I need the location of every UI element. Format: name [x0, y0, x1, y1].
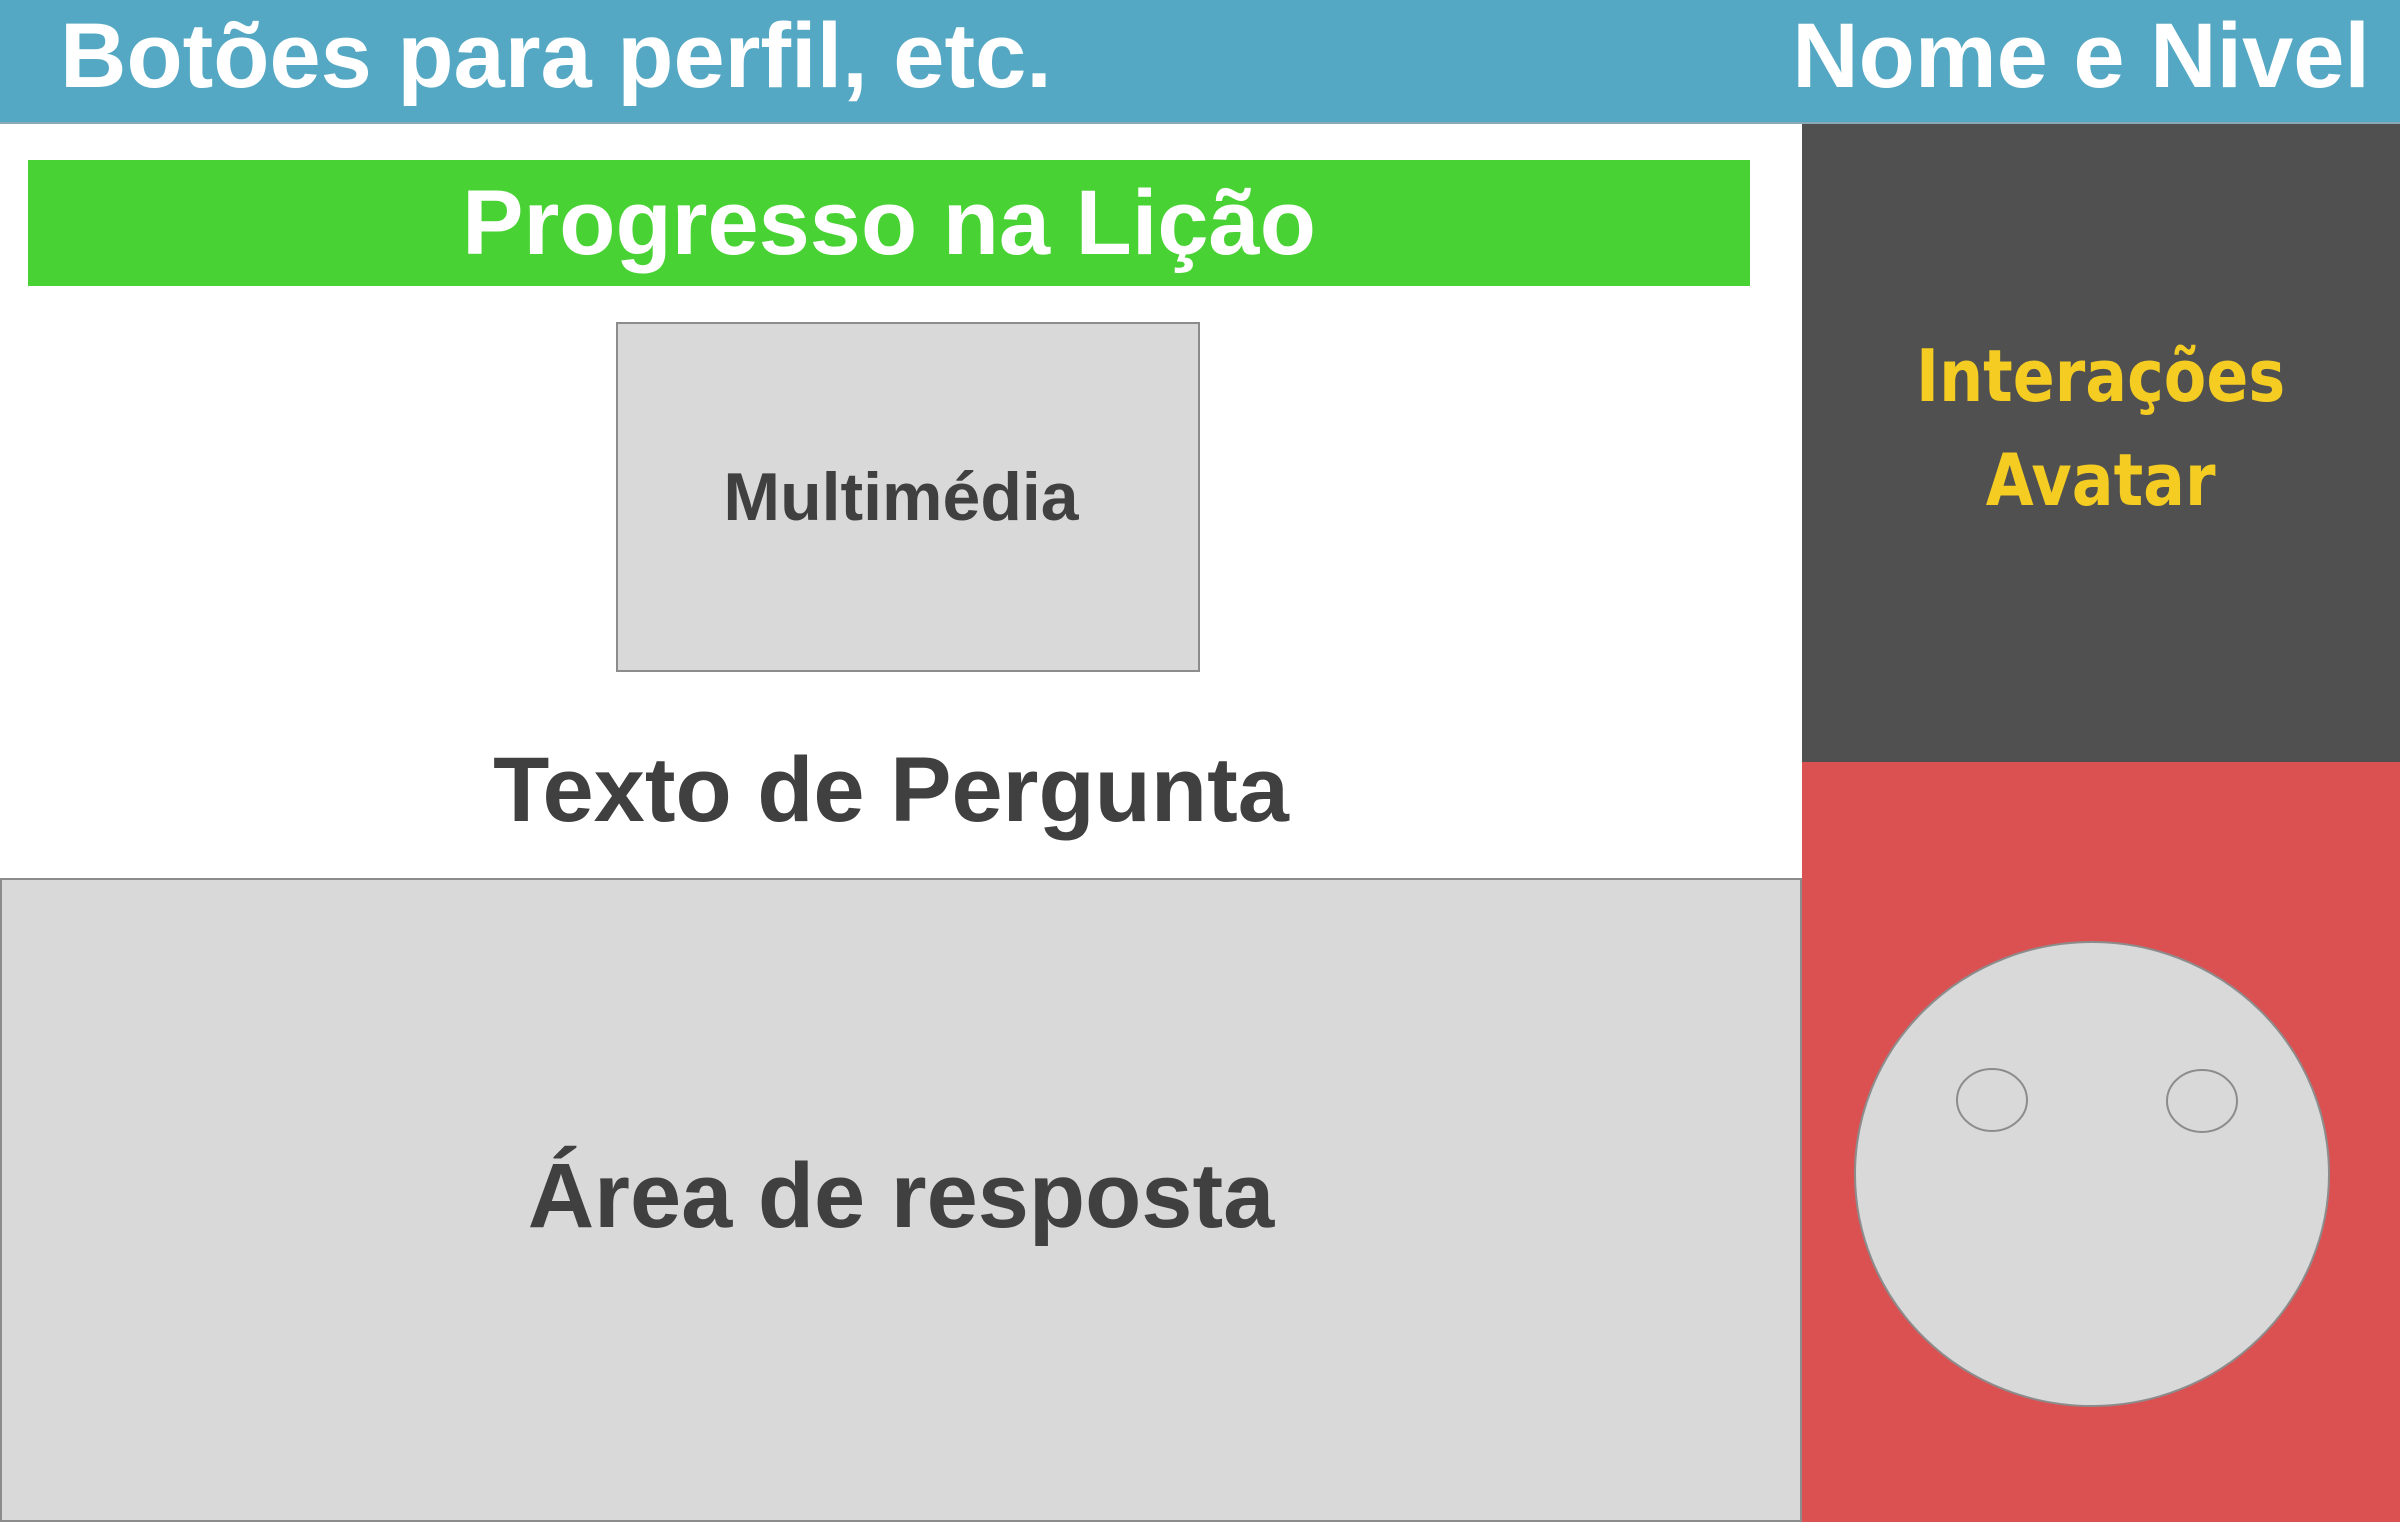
lesson-progress-bar: Progresso na Lição [28, 160, 1750, 286]
name-and-level-label: Nome e Nivel [1792, 5, 2370, 107]
avatar-right-eye [2166, 1069, 2238, 1133]
avatar-left-eye [1956, 1068, 2028, 1132]
answer-area-label: Área de resposta [527, 1144, 1275, 1247]
avatar-face-icon [1854, 941, 2330, 1407]
avatar-interactions-line1: Interações [1916, 334, 2286, 418]
avatar-head [1854, 941, 2330, 1407]
avatar-interactions-line2: Avatar [1986, 438, 2216, 522]
answer-area[interactable]: Área de resposta [0, 878, 1802, 1522]
avatar-interactions-panel[interactable]: Interações Avatar [1802, 124, 2400, 762]
avatar-panel[interactable] [1802, 762, 2400, 1522]
header-bar: Botões para perfil, etc. Nome e Nivel [0, 0, 2400, 124]
multimedia-label: Multimédia [723, 459, 1079, 535]
multimedia-placeholder[interactable]: Multimédia [616, 322, 1200, 672]
lesson-progress-label: Progresso na Lição [462, 171, 1316, 274]
question-text: Texto de Pergunta [493, 739, 1289, 841]
profile-buttons-label[interactable]: Botões para perfil, etc. [60, 5, 1052, 107]
avatar-interactions-label: Interações Avatar [1916, 324, 2285, 532]
